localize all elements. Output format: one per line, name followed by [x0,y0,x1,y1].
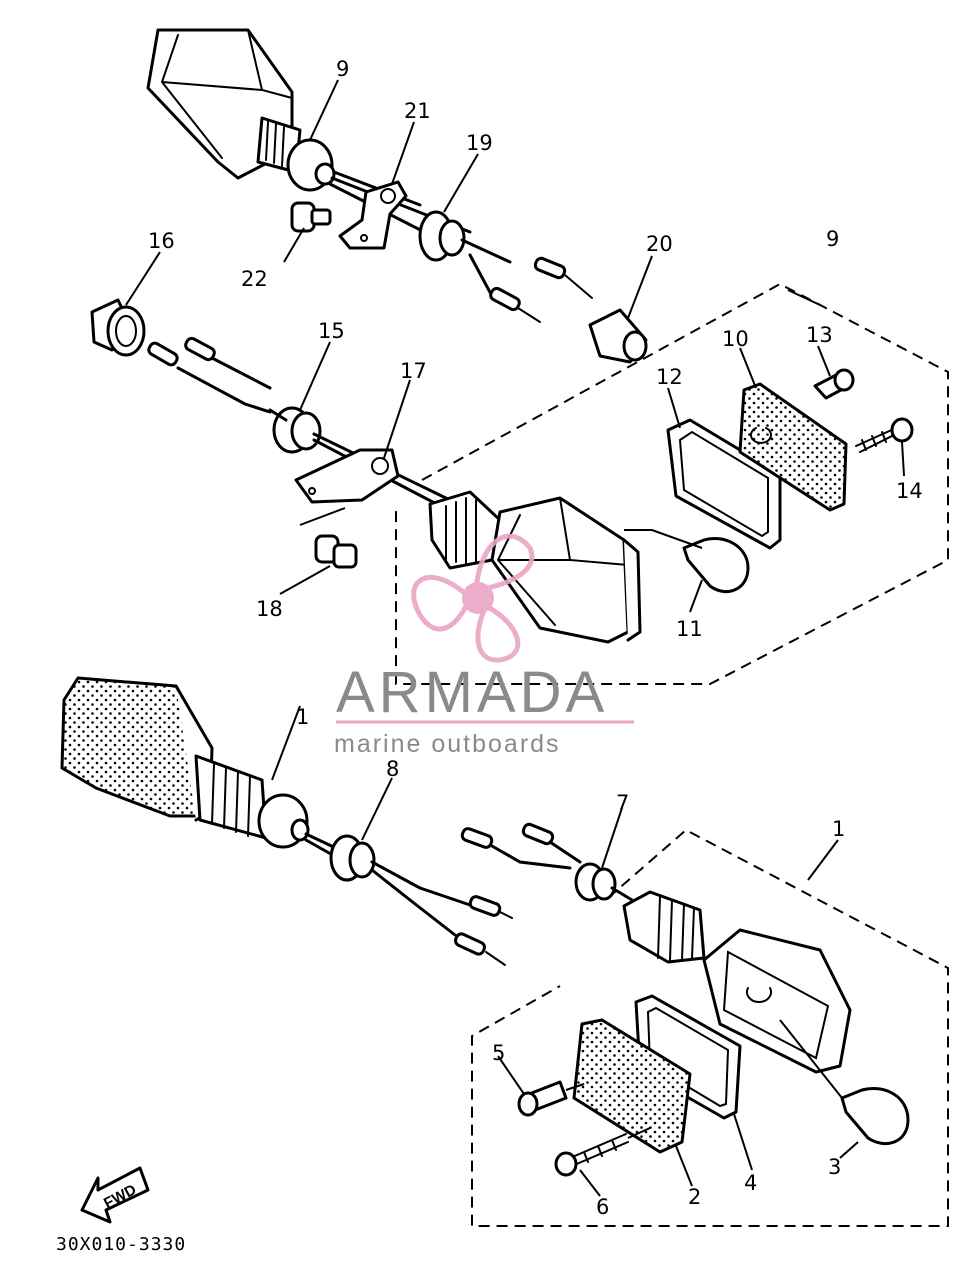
screw-6 [554,1127,651,1177]
screw-14 [855,417,914,453]
callout-10: 10 [722,327,749,351]
callout-14: 14 [896,479,923,503]
rear-right-flasher-assembly [428,490,642,644]
lower-assembly-boundary [471,828,949,1227]
grommet-16 [90,298,146,357]
callout-15: 15 [318,319,345,343]
watermark-tagline: marine outboards [334,730,561,758]
callout-19: 19 [466,131,493,155]
callout-1-right: 1 [832,817,845,841]
front-right-flasher-assembly [622,890,852,1074]
armada-watermark: ARMADA marine outboards [334,533,634,758]
callout-1-left: 1 [296,705,309,729]
callout-8: 8 [386,757,399,781]
watermark-brand: ARMADA [336,660,608,725]
callout-17: 17 [400,359,427,383]
connectors-upper [460,238,593,323]
grommet-19 [418,210,466,262]
figure-code: 30X010-3330 [56,1234,186,1255]
lens-10 [738,382,848,512]
bulb-3 [779,1019,910,1159]
callout-21: 21 [404,99,431,123]
leader-lines [125,79,905,1197]
callout-22: 22 [241,267,268,291]
callout-3: 3 [828,1155,841,1179]
upper-assembly-boundary [395,282,949,685]
lens-gasket-12 [666,418,782,550]
callout-12: 12 [656,365,683,389]
callout-2: 2 [688,1185,701,1209]
flasher-stay-21 [338,180,408,250]
callout-6: 6 [596,1195,609,1219]
lens-2 [572,1018,692,1154]
bolt-18 [299,507,358,569]
callout-9-middle: 9 [826,227,839,251]
callout-7: 7 [616,791,629,815]
propeller-logo-icon [411,533,535,663]
bulb-11 [624,529,750,613]
callout-13: 13 [806,323,833,347]
bolt-22 [290,201,332,233]
forward-arrow-icon: FWD [80,1166,150,1224]
connectors-middle-left [147,336,272,414]
connectors-lower-right [460,822,582,870]
grommet-7 [574,862,634,902]
flasher-stay-17 [294,448,400,504]
screw-5 [517,1080,585,1117]
callout-18: 18 [256,597,283,621]
rear-left-flasher-assembly [146,28,472,242]
front-left-flasher-assembly [60,676,342,860]
connectors-lower-left [408,886,513,966]
screw-13 [813,368,855,400]
callout-5: 5 [492,1041,505,1065]
callout-16: 16 [148,229,175,253]
callout-11: 11 [676,617,703,641]
grommet-8 [329,834,422,902]
callout-4: 4 [744,1171,757,1195]
callout-9-upper: 9 [336,57,349,81]
callout-numbers: 9 21 19 22 16 20 9 15 17 10 13 12 14 18 … [148,57,923,1219]
callout-20: 20 [646,232,673,256]
grommet-20 [588,308,648,364]
